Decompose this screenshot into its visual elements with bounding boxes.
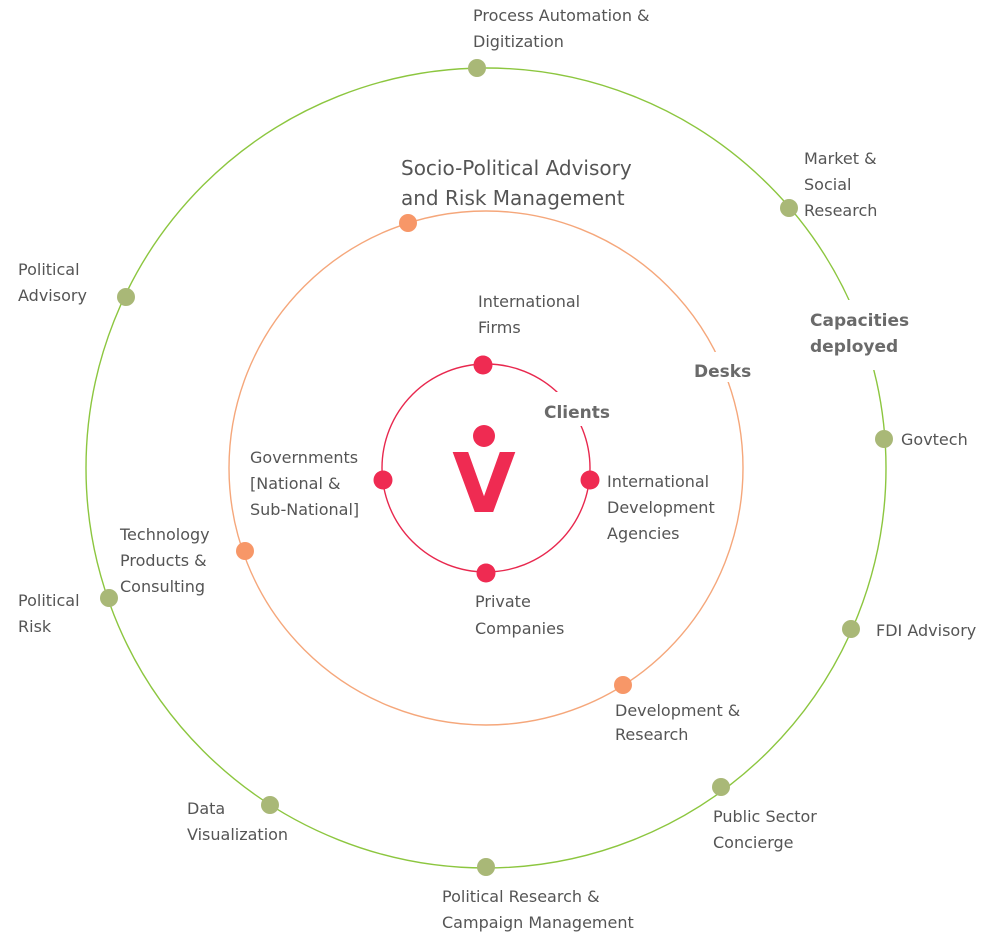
capacities-title-line-1: Capacities <box>810 311 909 331</box>
client-label-4-line-2: [National & <box>250 474 340 493</box>
capacity-label-8-line-1: Political <box>18 591 80 610</box>
capacity-label-6-line-1: Political Research & <box>442 887 600 906</box>
client-label-3-line-2: Companies <box>475 619 564 638</box>
capacity-node-8 <box>100 589 118 607</box>
client-label-1-line-1: International <box>478 292 580 311</box>
clients-ring-title: Clients <box>544 403 610 423</box>
capacity-label-8-line-2: Risk <box>18 617 52 636</box>
capacity-node-2 <box>780 199 798 217</box>
capacity-label-7-line-1: Data <box>187 799 225 818</box>
desk-label-1: Socio-Political Advisory and Risk Managem… <box>401 156 632 210</box>
desk-label-3-line-3: Consulting <box>120 577 205 596</box>
client-label-3-line-1: Private <box>475 592 531 611</box>
capacity-label-4: FDI Advisory <box>876 621 976 640</box>
capacity-label-6: Political Research & Campaign Management <box>442 887 634 932</box>
capacity-node-7 <box>261 796 279 814</box>
capacity-node-9 <box>117 288 135 306</box>
desk-label-3-line-2: Products & <box>120 551 207 570</box>
capacity-label-1-line-1: Process Automation & <box>473 6 650 25</box>
logo-dot <box>473 425 495 447</box>
capacities-ring-title: Capacities deployed <box>810 311 915 357</box>
capacity-label-2-line-1: Market & <box>804 149 877 168</box>
desks-ring-title: Desks <box>694 362 751 382</box>
capacity-label-3: Govtech <box>901 430 968 449</box>
client-label-2-line-2: Development <box>607 498 715 517</box>
desk-label-1-line-1: Socio-Political Advisory <box>401 156 632 180</box>
capacity-node-1 <box>468 59 486 77</box>
capacity-label-2-line-2: Social <box>804 175 851 194</box>
client-node-3 <box>476 563 496 583</box>
capacity-label-3-line-1: Govtech <box>901 430 968 449</box>
verto-logo: V <box>452 425 516 532</box>
desk-label-2-line-1: Development & <box>615 701 740 720</box>
client-label-2-line-3: Agencies <box>607 524 680 543</box>
desk-node-1 <box>399 214 417 232</box>
client-label-4-line-3: Sub-National] <box>250 500 359 519</box>
desk-node-2 <box>614 676 632 694</box>
ring-title-gap-inner <box>540 392 620 426</box>
client-node-1 <box>473 355 493 375</box>
desk-node-3 <box>236 542 254 560</box>
client-label-2-line-1: International <box>607 472 709 491</box>
client-node-2 <box>580 470 600 490</box>
capacity-label-7-line-2: Visualization <box>187 825 288 844</box>
desk-label-2-line-2: Research <box>615 725 688 744</box>
capacity-label-9-line-1: Political <box>18 260 80 279</box>
capacity-label-6-line-2: Campaign Management <box>442 913 634 932</box>
ring-title-gap-middle <box>688 352 760 382</box>
capacity-label-5-line-1: Public Sector <box>713 807 817 826</box>
ring-title-gap-outer <box>805 300 930 370</box>
client-label-4-line-1: Governments <box>250 448 358 467</box>
desk-label-2: Development & Research <box>615 701 740 744</box>
capacity-label-2-line-3: Research <box>804 201 877 220</box>
capacity-label-4-line-1: FDI Advisory <box>876 621 976 640</box>
capacity-label-1-line-2: Digitization <box>473 32 564 51</box>
logo-letter: V <box>452 437 516 532</box>
middle-ring-desks <box>228 210 744 726</box>
capacities-title-line-2: deployed <box>810 337 898 357</box>
client-label-4: Governments [National & Sub-National] <box>250 448 359 519</box>
nodes-layer <box>100 59 893 876</box>
capacity-node-5 <box>712 778 730 796</box>
capacity-label-1: Process Automation & Digitization <box>473 6 650 51</box>
capacity-label-5-line-2: Concierge <box>713 833 793 852</box>
desk-label-1-line-2: and Risk Management <box>401 186 625 210</box>
desk-label-3-line-1: Technology <box>119 525 210 544</box>
client-node-4 <box>373 470 393 490</box>
capacity-node-4 <box>842 620 860 638</box>
capacity-node-3 <box>875 430 893 448</box>
client-label-1-line-2: Firms <box>478 318 521 337</box>
capacity-label-9-line-2: Advisory <box>18 286 87 305</box>
capacity-node-6 <box>477 858 495 876</box>
